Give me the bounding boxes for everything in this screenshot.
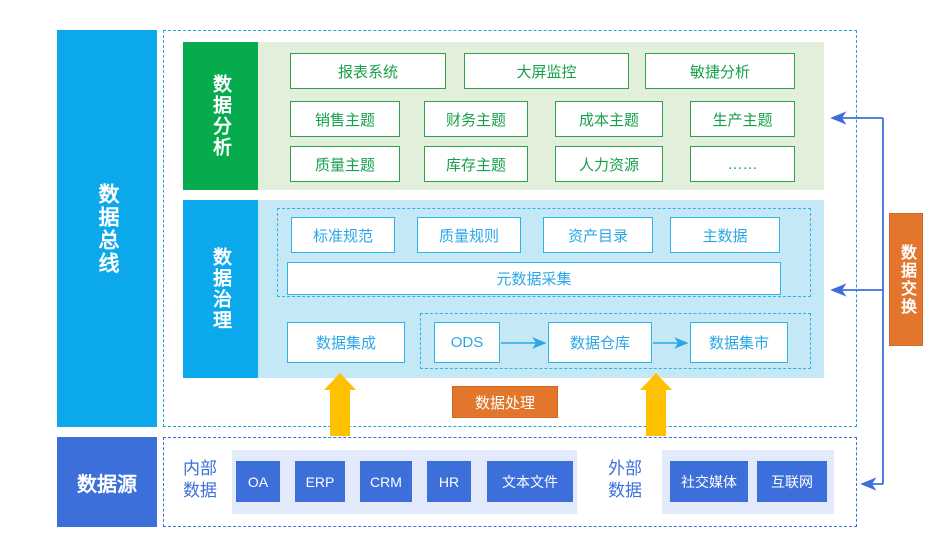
internal-data-label: 内部 数据: [175, 458, 225, 502]
card-label: 成本主题: [578, 111, 639, 129]
gov-card-metadata[interactable]: 元数据采集: [287, 262, 781, 295]
card-label: 人力资源: [578, 156, 639, 174]
card-label: 财务主题: [445, 111, 506, 129]
platform-container: [163, 30, 857, 427]
card-label: 数据集成: [315, 335, 376, 352]
analysis-layer-label: 数据分析: [183, 42, 258, 190]
data-exchange-label: 数据交换: [898, 243, 915, 316]
card-label: 数据仓库: [569, 335, 630, 352]
card-label: 生产主题: [712, 111, 773, 129]
gov-card-integration[interactable]: 数据集成: [287, 322, 405, 363]
card-label: ODS: [450, 334, 484, 351]
external-data-label: 外部 数据: [600, 458, 650, 502]
data-source-rail: 数据源: [57, 437, 157, 527]
data-process-label: 数据处理: [474, 394, 535, 412]
card-label: 元数据采集: [496, 271, 572, 288]
gov-card-standard[interactable]: 标准规范: [291, 217, 395, 253]
analysis-card-finance[interactable]: 财务主题: [424, 101, 528, 137]
analysis-card-report[interactable]: 报表系统: [290, 53, 446, 89]
gov-card-warehouse[interactable]: 数据仓库: [548, 322, 652, 363]
source-chip-erp[interactable]: ERP: [295, 461, 345, 502]
external-label-line2: 数据: [608, 481, 642, 500]
governance-layer-label: 数据治理: [183, 200, 258, 378]
card-label: 报表系统: [337, 63, 398, 81]
chip-label: 文本文件: [502, 473, 558, 490]
chip-label: 互联网: [771, 473, 813, 490]
analysis-card-production[interactable]: 生产主题: [690, 101, 795, 137]
analysis-card-sales[interactable]: 销售主题: [290, 101, 400, 137]
external-label-line1: 外部: [608, 459, 642, 478]
card-label: 销售主题: [314, 111, 375, 129]
source-chip-social-media[interactable]: 社交媒体: [670, 461, 748, 502]
source-chip-crm[interactable]: CRM: [360, 461, 412, 502]
card-label: 大屏监控: [516, 63, 577, 81]
analysis-card-bigscreen[interactable]: 大屏监控: [464, 53, 629, 89]
source-container: [163, 437, 857, 527]
analysis-card-agile[interactable]: 敏捷分析: [645, 53, 795, 89]
analysis-label-text: 数据分析: [210, 74, 231, 158]
source-chip-textfile[interactable]: 文本文件: [487, 461, 573, 502]
chip-label: ERP: [305, 473, 335, 490]
source-chip-oa[interactable]: OA: [236, 461, 280, 502]
data-bus-rail: 数据总线: [57, 30, 157, 427]
gov-card-quality-rule[interactable]: 质量规则: [417, 217, 521, 253]
internal-label-line2: 数据: [183, 481, 217, 500]
chip-label: CRM: [370, 473, 402, 490]
card-label: 标准规范: [312, 227, 373, 245]
card-label: 库存主题: [445, 156, 506, 174]
analysis-card-cost[interactable]: 成本主题: [555, 101, 663, 137]
analysis-card-inventory[interactable]: 库存主题: [424, 146, 528, 182]
card-label: 主数据: [702, 227, 748, 245]
governance-standards-group: [277, 208, 811, 297]
data-exchange-badge[interactable]: 数据交换: [889, 213, 923, 346]
data-bus-label: 数据总线: [96, 182, 119, 275]
chip-label: 社交媒体: [681, 473, 737, 490]
source-chip-hr[interactable]: HR: [427, 461, 471, 502]
card-label: 数据集市: [708, 335, 769, 352]
data-source-label: 数据源: [77, 473, 137, 496]
card-label: 质量主题: [314, 156, 375, 174]
card-label: ……: [727, 155, 758, 173]
governance-warehouse-group: [420, 313, 811, 369]
data-process-badge[interactable]: 数据处理: [452, 386, 558, 418]
chip-label: OA: [247, 473, 269, 490]
card-label: 敏捷分析: [689, 63, 750, 81]
analysis-card-quality[interactable]: 质量主题: [290, 146, 400, 182]
gov-card-asset-catalog[interactable]: 资产目录: [543, 217, 653, 253]
source-chip-internet[interactable]: 互联网: [757, 461, 827, 502]
gov-card-master-data[interactable]: 主数据: [670, 217, 780, 253]
card-label: 资产目录: [567, 227, 628, 245]
gov-card-ods[interactable]: ODS: [434, 322, 500, 363]
chip-label: HR: [438, 473, 460, 490]
card-label: 质量规则: [438, 227, 499, 245]
gov-card-datamart[interactable]: 数据集市: [690, 322, 788, 363]
internal-label-line1: 内部: [183, 459, 217, 478]
analysis-card-hr[interactable]: 人力资源: [555, 146, 663, 182]
analysis-card-more[interactable]: ……: [690, 146, 795, 182]
governance-label-text: 数据治理: [210, 247, 231, 331]
